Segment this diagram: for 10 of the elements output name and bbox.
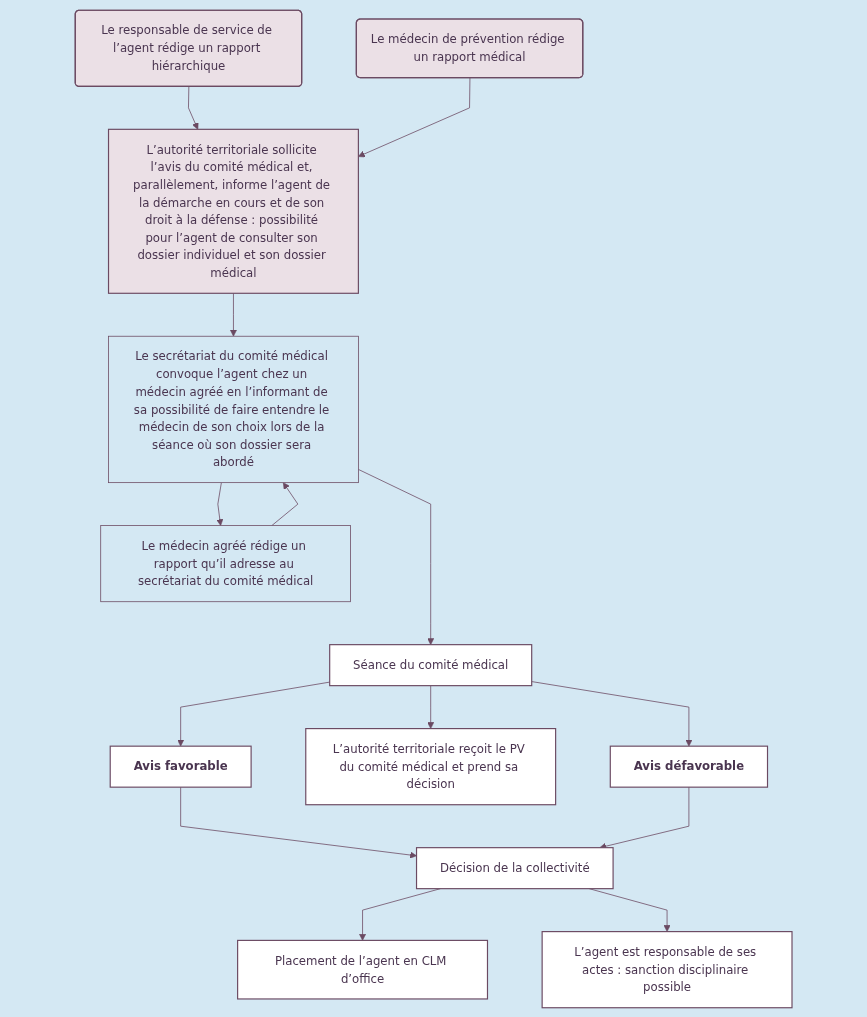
node-box: Avis favorable xyxy=(109,745,252,788)
node-box: L’autorité territoriale sollicite l’avis du comité médical et, parallèlement, informe l’agent de la démarche en cours et de son droit à la défense : possibilité pour l’agent de consulter son dossier individuel et son dossier médical xyxy=(107,128,359,294)
node-box: Avis défavorable xyxy=(609,745,768,788)
node-box: Placement de l’agent en CLM d’office xyxy=(236,939,488,1000)
node-box: L’agent est responsable de ses actes : sanction disciplinaire possible xyxy=(541,930,793,1008)
node-box: Le médecin agréé rédige un rapport qu’il adresse au secrétariat du comité médical xyxy=(100,524,351,602)
node-box: Le secrétariat du comité médical convoque l’agent chez un médecin agréé en l’informant de sa possibilité de faire entendre le médecin de son choix lors de la séance où son dossier sera abordé xyxy=(108,335,359,483)
node-box: Décision de la collectivité xyxy=(415,846,614,889)
node-box: Séance du comité médical xyxy=(329,643,533,686)
node-box: L’autorité territoriale reçoit le PV du comité médical et prend sa décision xyxy=(305,727,557,805)
